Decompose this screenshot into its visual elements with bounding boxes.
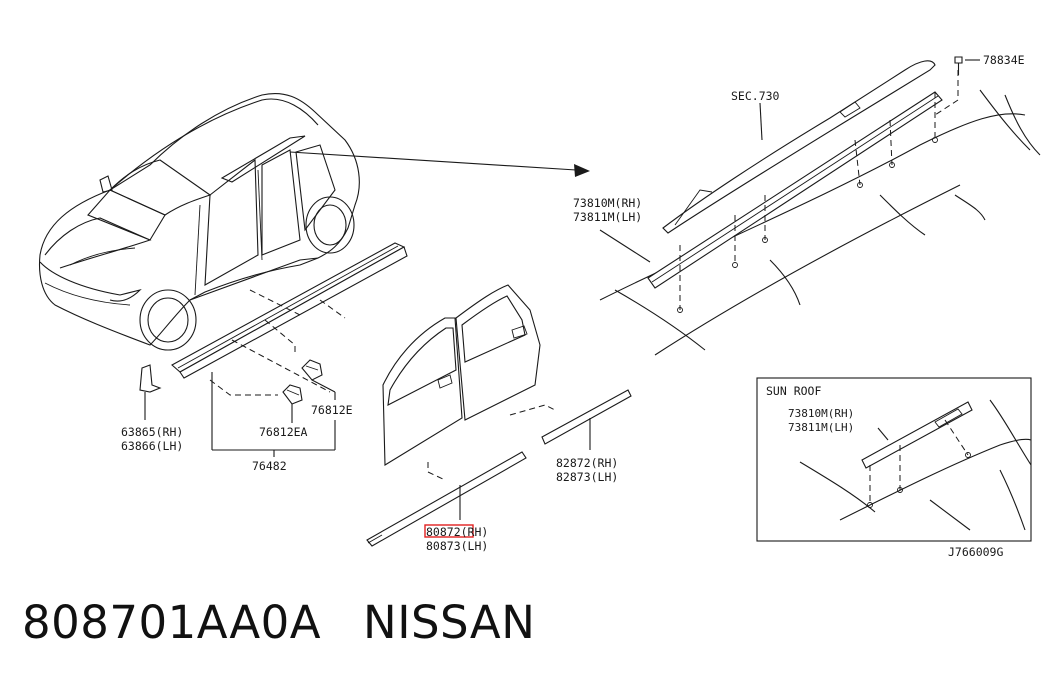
left-leaders: [211, 372, 336, 457]
clip-76812e: [301, 359, 323, 381]
label-sec-730: SEC.730: [731, 89, 780, 103]
inset-label-rail-rh: 73810M(RH): [788, 407, 854, 420]
label-78834e: 78834E: [983, 53, 1025, 67]
highlight-box: [424, 524, 474, 538]
inset-title: SUN ROOF: [766, 384, 821, 398]
roof-rail-detail: [599, 56, 1041, 356]
figure-code: J766009G: [948, 545, 1003, 559]
mudguard-part: [139, 364, 162, 420]
label-rail-rh: 73810M(RH): [573, 196, 642, 210]
clip-76812ea: [282, 384, 303, 405]
label-rear-moulding-lh: 82873(LH): [556, 470, 618, 484]
inset-label-rail-lh: 73811M(LH): [788, 421, 854, 434]
doors-illustration: [366, 284, 632, 547]
detail-arrow: [289, 151, 590, 177]
sunroof-inset: [756, 377, 1032, 542]
label-front-moulding-rh: 80872(RH): [426, 525, 488, 539]
sill-moulding-part: [171, 242, 408, 396]
caption: 808701AA0A NISSAN: [22, 596, 577, 649]
label-rear-moulding-rh: 82872(RH): [556, 456, 618, 470]
label-sill-76482: 76482: [252, 459, 287, 473]
label-mudguard-rh: 63865(RH): [121, 425, 183, 439]
caption-part-number: 808701AA0A: [22, 596, 322, 649]
label-front-moulding-lh: 80873(LH): [426, 539, 488, 553]
caption-brand: NISSAN: [363, 596, 536, 649]
label-clip-76812ea: 76812EA: [259, 425, 308, 439]
label-mudguard-lh: 63866(LH): [121, 439, 183, 453]
car-illustration: [38, 93, 360, 351]
label-clip-76812e: 76812E: [311, 403, 353, 417]
label-rail-lh: 73811M(LH): [573, 210, 642, 224]
